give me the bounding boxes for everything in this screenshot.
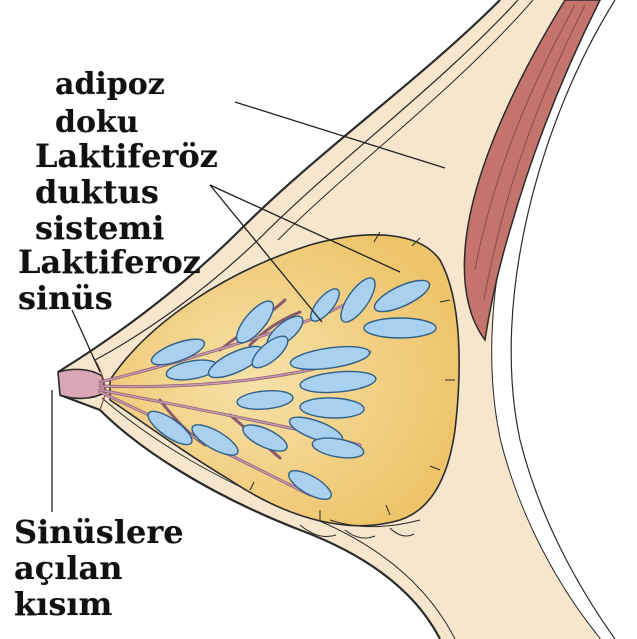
label-ductus-line3: sistemi (35, 212, 164, 244)
label-ductus-line2: duktus (35, 176, 159, 208)
label-opening-line3: kısım (14, 588, 112, 620)
nipple (58, 369, 106, 398)
label-opening-line2: açılan (14, 552, 123, 584)
label-adipose-line1: adipoz (55, 70, 165, 100)
label-sinus-line2: sinüs (18, 282, 113, 314)
label-ductus-line1: Laktiferöz (35, 140, 218, 172)
lobule (364, 318, 436, 338)
label-adipose-line2: doku (55, 108, 139, 138)
label-opening-line1: Sinüslere (14, 516, 184, 548)
label-sinus-line1: Laktiferoz (18, 246, 201, 278)
